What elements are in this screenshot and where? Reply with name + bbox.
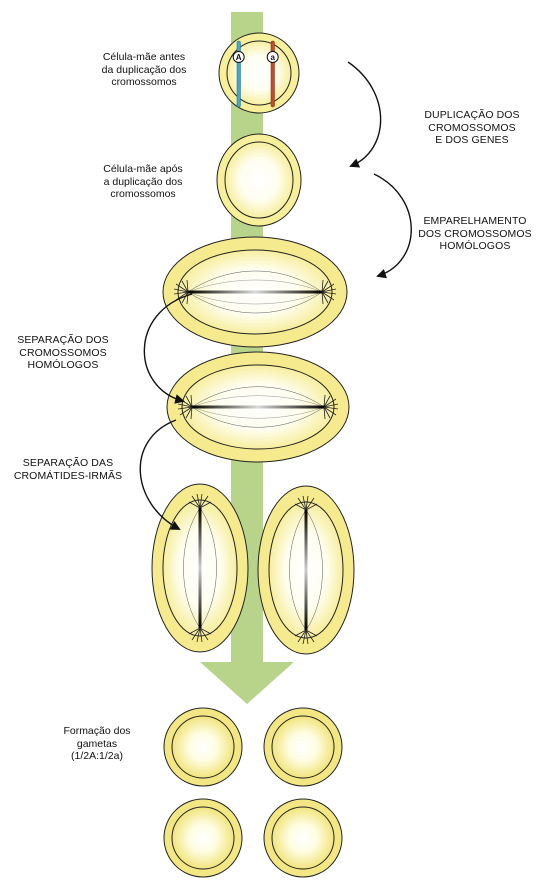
label-mother-after: Célula-mãe após a duplicação dos cromoss… (80, 163, 206, 201)
pairing-arrow (374, 174, 411, 276)
duplication-arrow (348, 62, 381, 166)
label-mother-before: Célula-mãe antes da duplicação dos cromo… (82, 51, 206, 89)
allele-dominant-label: A (236, 53, 242, 62)
label-pairing: EMPARELHAMENTO DOS CROMOSSOMOS HOMÓLOGOS (408, 215, 542, 253)
cell-homolog-separation (167, 352, 349, 462)
gamete-bottom-right (264, 799, 342, 877)
label-duplication: DUPLICAÇÃO DOS CROMOSSOMOS E DOS GENES (406, 109, 538, 147)
label-gametes: Formação dos gametas (1/2A:1/2a) (48, 725, 146, 763)
gamete-bottom-left (164, 799, 242, 877)
cell-homolog-pairing (163, 237, 347, 347)
gamete-top-right (264, 708, 342, 786)
label-sister-separation: SEPARAÇÃO DAS CROMÁTIDES-IRMÃS (0, 457, 136, 482)
cell-sister-separation-left (152, 484, 248, 652)
gamete-top-left (164, 708, 242, 786)
allele-recessive-label: a (270, 53, 275, 62)
mother-cell-before: A a (219, 33, 299, 113)
cell-sister-separation-right (258, 486, 354, 654)
label-homolog-separation: SEPARAÇÃO DOS CROMOSSOMOS HOMÓLOGOS (0, 334, 126, 372)
mother-cell-after (217, 134, 301, 226)
